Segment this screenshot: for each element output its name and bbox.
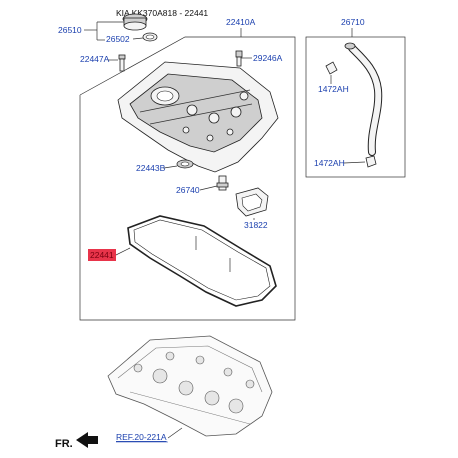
label-26740[interactable]: 26740 xyxy=(176,185,200,195)
assembly-frame xyxy=(79,36,296,321)
label-22447A[interactable]: 22447A xyxy=(80,54,110,64)
cylinder-head[interactable] xyxy=(107,335,273,437)
cover-gasket-22441[interactable] xyxy=(127,215,277,307)
hose-frame xyxy=(305,36,406,178)
oil-filler-cap[interactable] xyxy=(122,13,148,31)
label-26510[interactable]: 26510 xyxy=(58,25,82,35)
label-31822[interactable]: 31822 xyxy=(244,220,268,230)
label-1472AH-top[interactable]: 1472AH xyxy=(318,84,349,94)
cylinder-head-cover[interactable] xyxy=(117,61,279,173)
bolt-22447a[interactable] xyxy=(118,54,126,72)
diagram-title: KIA KK370A818 - 22441 xyxy=(116,8,208,18)
label-26710[interactable]: 26710 xyxy=(341,17,365,27)
gasket-31822[interactable] xyxy=(235,187,269,217)
pcv-valve-26740[interactable] xyxy=(216,175,229,191)
clamp-1472ah-bottom[interactable] xyxy=(365,155,377,168)
breather-hose-26710[interactable] xyxy=(344,42,383,156)
seal-ring-22443b[interactable] xyxy=(176,159,194,169)
reference-link[interactable]: REF.20-221A xyxy=(116,432,167,442)
front-arrow-icon xyxy=(76,432,98,448)
label-22441[interactable]: 22441 xyxy=(90,250,114,260)
oil-filler-gasket[interactable] xyxy=(142,32,158,42)
label-29246A[interactable]: 29246A xyxy=(253,53,283,63)
clamp-1472ah-top[interactable] xyxy=(325,61,338,75)
label-22443B[interactable]: 22443B xyxy=(136,163,166,173)
highlight-22441 xyxy=(88,249,116,261)
label-22410A[interactable]: 22410A xyxy=(226,17,256,27)
front-direction-label: FR. xyxy=(55,438,73,450)
sensor-29246a[interactable] xyxy=(235,50,243,67)
label-26502[interactable]: 26502 xyxy=(106,34,130,44)
label-1472AH-bottom[interactable]: 1472AH xyxy=(314,158,345,168)
